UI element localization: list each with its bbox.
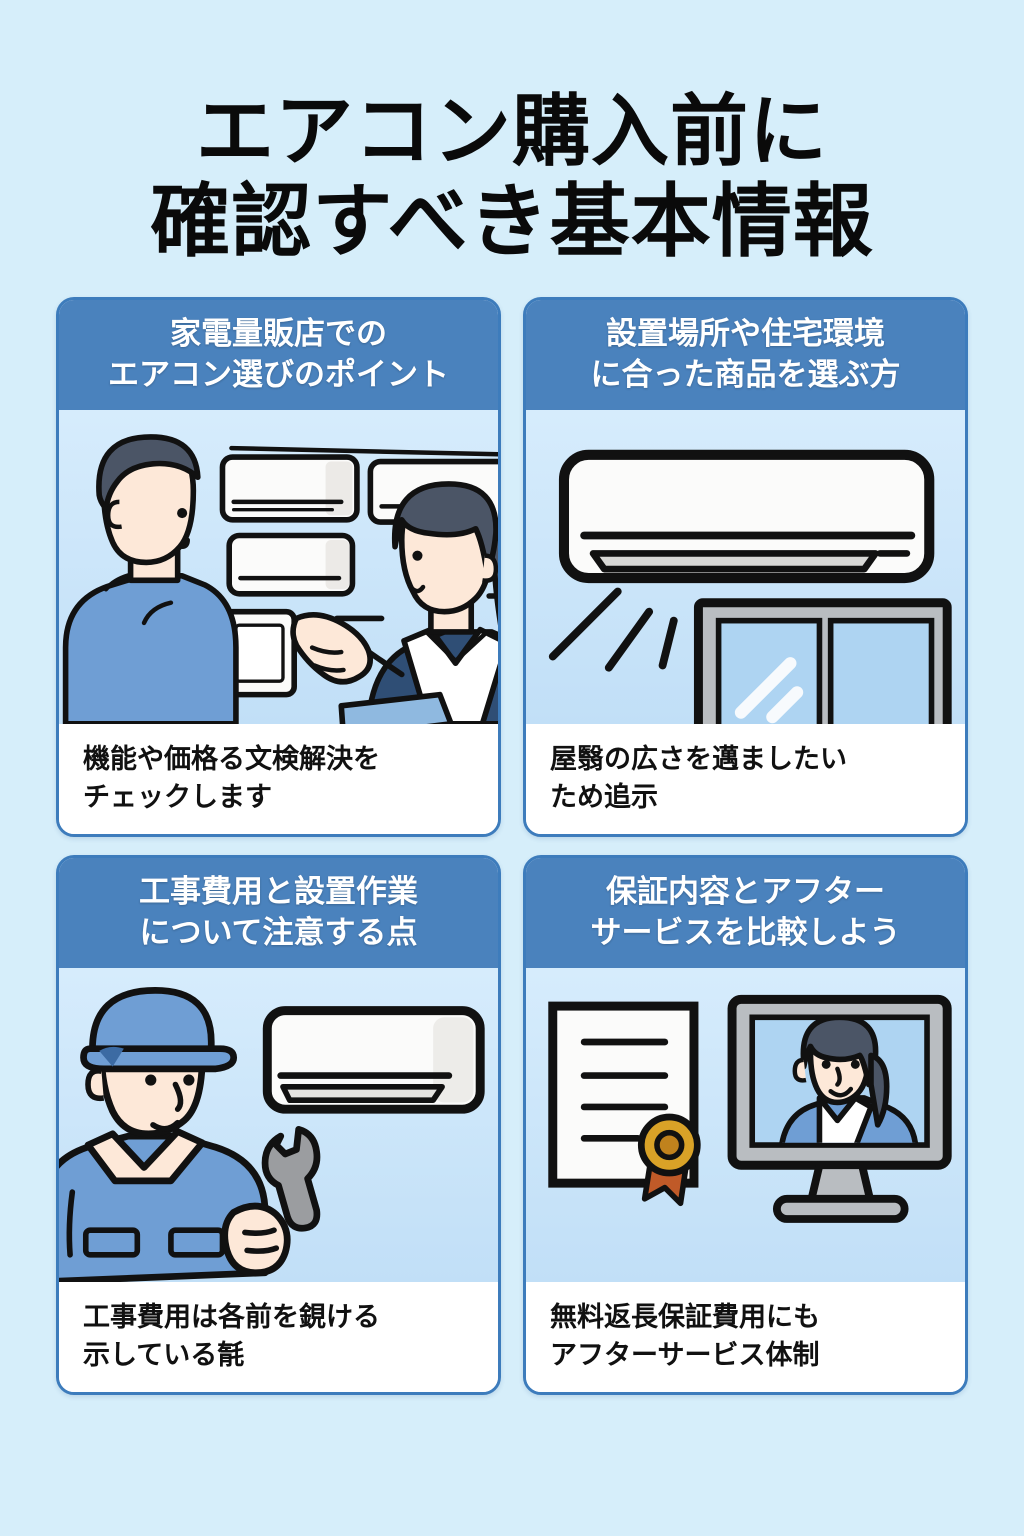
card-header: 工事費用と設置作業 について注意する点 [59, 858, 498, 968]
card-caption: 機能や価格る文検解決を チェックします [59, 723, 498, 835]
store-staff-and-customer-illustration [59, 409, 498, 724]
sales-woman [290, 481, 498, 724]
caption-line-1: 工事費用は各前を鋧ける [83, 1301, 380, 1332]
card-header-line-1: 工事費用と設置作業 [139, 874, 418, 910]
card-header-line-2: エアコン選びのポイント [108, 356, 449, 392]
support-agent-woman [779, 1019, 919, 1143]
card-installation-cost[interactable]: 工事費用と設置作業 について注意する点 [56, 855, 501, 1396]
card-grid: 家電量販店での エアコン選びのポイント [56, 297, 968, 1396]
installation-technician-illustration [59, 967, 498, 1282]
customer-man [62, 433, 239, 724]
warranty-certificate-and-support-illustration [526, 967, 965, 1282]
card-header-line-2: に合った商品を選ぶ方 [590, 356, 901, 392]
card-header-line-1: 設置場所や住宅環境 [606, 316, 885, 352]
card-caption: 屋翳の広さを邁ましたい ため追示 [526, 723, 965, 835]
wall-mounted-ac-above-window-illustration [526, 409, 965, 724]
caption-line-2: チェックします [83, 781, 272, 812]
card-header-line-1: 保証内容とアフター [606, 874, 885, 910]
caption-line-2: ため追示 [550, 781, 658, 812]
title-line-2: 確認すべき基本情報 [150, 177, 874, 267]
card-caption: 無料返長保証費用にも アフターサービス体制 [526, 1281, 965, 1393]
caption-line-2: アフターサービス体制 [550, 1339, 820, 1370]
technician-man [59, 986, 321, 1282]
card-header: 保証内容とアフター サービスを比較しよう [526, 858, 965, 968]
card-header-line-2: について注意する点 [139, 914, 418, 950]
card-installation-location[interactable]: 設置場所や住宅環境 に合った商品を選ぶ方 [523, 297, 968, 838]
certificate-document [548, 1001, 701, 1206]
monitor [727, 994, 952, 1223]
caption-line-1: 無料返長保証費用にも [550, 1301, 820, 1332]
card-header: 家電量販店での エアコン選びのポイント [59, 300, 498, 410]
card-header-line-1: 家電量販店での [170, 316, 387, 352]
card-store-selection[interactable]: 家電量販店での エアコン選びのポイント [56, 297, 501, 838]
card-caption: 工事費用は各前を鋧ける 示している毻 [59, 1281, 498, 1393]
title-line-1: エアコン購入前に [195, 87, 828, 175]
card-header: 設置場所や住宅環境 に合った商品を選ぶ方 [526, 300, 965, 410]
airflow-lines [548, 587, 678, 672]
card-header-line-2: サービスを比較しよう [590, 914, 901, 950]
page-title: エアコン購入前に 確認すべき基本情報 [0, 0, 1024, 269]
air-conditioner-unit [262, 1005, 485, 1114]
wrench-icon [261, 1125, 321, 1232]
window [693, 598, 952, 724]
card-warranty-support[interactable]: 保証内容とアフター サービスを比較しよう [523, 855, 968, 1396]
caption-line-2: 示している毻 [83, 1339, 245, 1370]
air-conditioner-unit [558, 449, 935, 583]
caption-line-1: 機能や価格る文検解決を [83, 743, 380, 774]
caption-line-1: 屋翳の広さを邁ましたい [550, 743, 847, 774]
gold-ribbon-seal [637, 1113, 701, 1206]
shelf-ac-icon [226, 532, 356, 597]
shelf-product-box [221, 608, 297, 698]
shelf-ac-icon [219, 454, 360, 523]
